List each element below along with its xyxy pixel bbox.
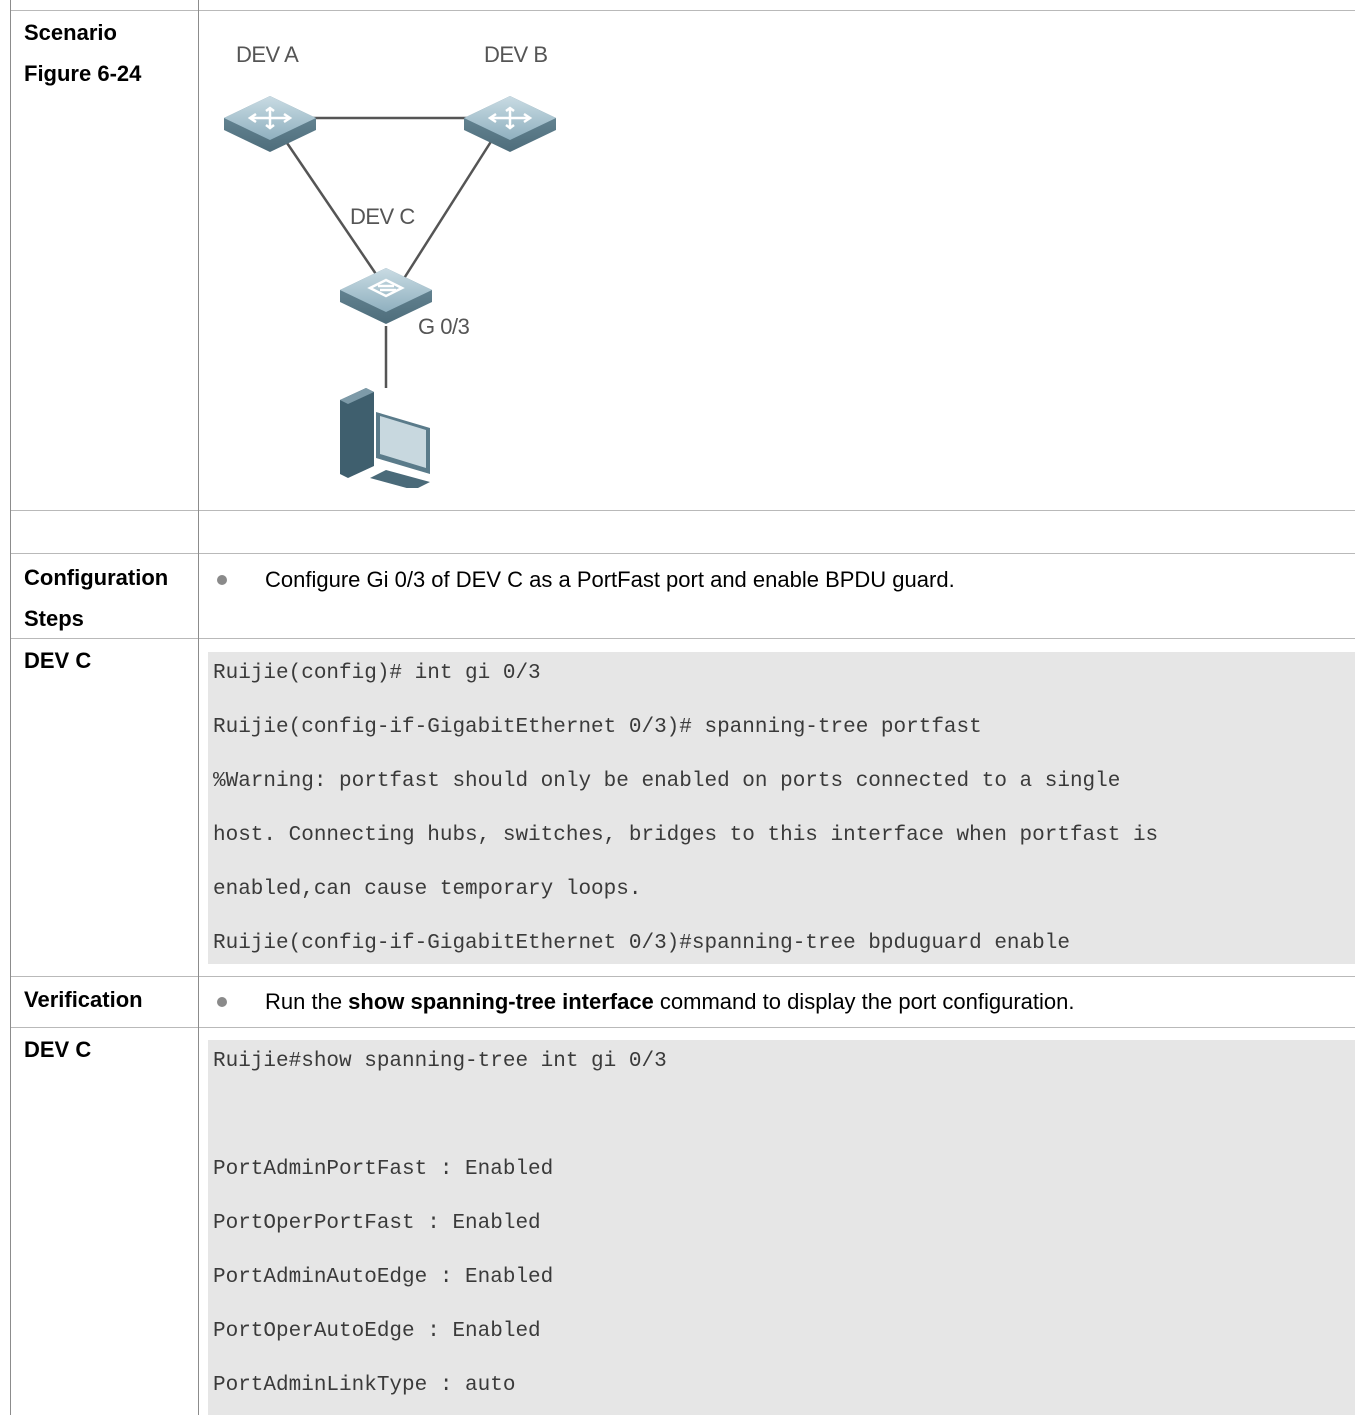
figure-number: Figure 6-24 <box>24 61 142 86</box>
verification-text-pre: Run the <box>265 989 349 1014</box>
config-steps-label-line2: Steps <box>24 606 84 631</box>
dev-c-config-label: DEV C <box>24 648 92 673</box>
column-divider <box>198 0 199 1415</box>
verification-bullet: Run the show spanning-tree interface com… <box>215 988 1074 1016</box>
config-steps-label-line1: Configuration <box>24 565 169 590</box>
row-divider <box>10 553 1355 554</box>
code-line: PortAdminAutoEdge : Enabled <box>213 1266 554 1289</box>
code-line: Ruijie#show spanning-tree int gi 0/3 <box>213 1050 667 1073</box>
config-steps-label: Configuration Steps <box>24 557 168 639</box>
row-divider <box>10 1027 1355 1028</box>
config-steps-bullet: Configure Gi 0/3 of DEV C as a PortFast … <box>215 566 955 594</box>
router-icon <box>464 96 556 152</box>
dev-c-config-code: Ruijie(config)# int gi 0/3 Ruijie(config… <box>208 652 1355 964</box>
code-line: Ruijie(config-if-GigabitEthernet 0/3)#sp… <box>213 932 1070 955</box>
verification-label: Verification <box>24 987 143 1012</box>
row-divider <box>10 510 1355 511</box>
row-divider <box>10 976 1355 977</box>
link-b-c <box>401 139 494 281</box>
device-label-dev-c: DEV C <box>350 204 415 229</box>
port-label: G 0/3 <box>418 314 470 339</box>
code-line: enabled,can cause temporary loops. <box>213 878 642 901</box>
code-line: host. Connecting hubs, switches, bridges… <box>213 824 1159 847</box>
dev-c-verify-code: Ruijie#show spanning-tree int gi 0/3 Por… <box>208 1040 1355 1415</box>
code-line: Ruijie(config)# int gi 0/3 <box>213 662 541 685</box>
device-label-dev-b: DEV B <box>484 42 548 67</box>
code-line: PortAdminLinkType : auto <box>213 1374 516 1397</box>
device-label-dev-a: DEV A <box>236 42 299 67</box>
dev-c-verify-label: DEV C <box>24 1037 92 1062</box>
verification-command: show spanning-tree interface <box>348 989 654 1014</box>
topology-svg <box>224 96 556 490</box>
scenario-title: Scenario <box>24 20 117 45</box>
bullet-dot-icon <box>217 996 227 1007</box>
link-a-c <box>283 139 382 281</box>
router-icon <box>224 96 316 152</box>
row-divider <box>10 10 1355 11</box>
table-grid <box>10 0 1355 1415</box>
pc-icon <box>340 388 430 490</box>
code-line: PortOperPortFast : Enabled <box>213 1212 541 1235</box>
code-line: PortAdminPortFast : Enabled <box>213 1158 554 1181</box>
scenario-label: Scenario Figure 6-24 <box>24 12 141 94</box>
code-line: PortOperAutoEdge : Enabled <box>213 1320 541 1343</box>
switch-icon <box>340 268 432 324</box>
topology-figure: DEV A DEV B DEV C G 0/3 <box>210 28 610 490</box>
config-steps-text: Configure Gi 0/3 of DEV C as a PortFast … <box>265 567 955 592</box>
code-line: Ruijie(config-if-GigabitEthernet 0/3)# s… <box>213 716 982 739</box>
code-line: %Warning: portfast should only be enable… <box>213 770 1121 793</box>
row-divider <box>10 638 1355 639</box>
verification-text-post: command to display the port configuratio… <box>653 989 1075 1014</box>
bullet-dot-icon <box>217 574 227 585</box>
column-divider <box>10 0 11 1415</box>
